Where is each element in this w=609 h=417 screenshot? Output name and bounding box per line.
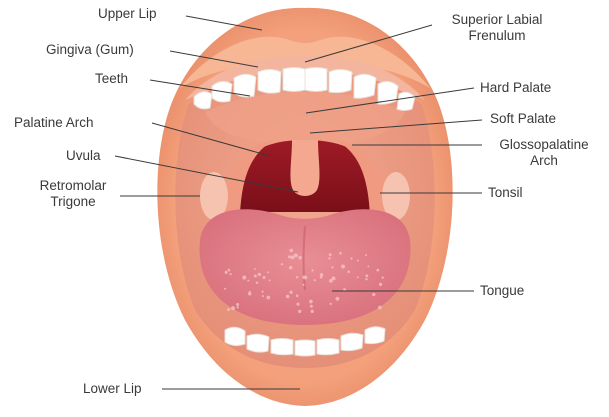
label-retromolar-line2: Trigone xyxy=(28,194,118,210)
papilla-dot xyxy=(365,278,367,280)
label-tongue: Tongue xyxy=(480,283,524,299)
papilla-dot xyxy=(332,276,336,280)
label-palatine-arch: Palatine Arch xyxy=(14,115,94,131)
label-superior-labial-line1: Superior Labial xyxy=(432,12,562,28)
papilla-dot xyxy=(302,284,304,286)
label-hard-palate: Hard Palate xyxy=(480,80,551,96)
papilla-dot xyxy=(294,254,298,258)
papilla-dot xyxy=(310,305,313,308)
label-gingiva: Gingiva (Gum) xyxy=(46,42,134,58)
papilla-dot xyxy=(367,265,369,267)
papilla-dot xyxy=(378,306,382,310)
papilla-dot xyxy=(357,276,359,278)
papilla-dot xyxy=(365,274,368,277)
papilla-dot xyxy=(262,291,264,293)
papilla-dot xyxy=(320,276,323,279)
papilla-dot xyxy=(329,253,332,256)
papilla-dot xyxy=(236,303,239,306)
papilla-dot xyxy=(237,306,239,308)
papilla-dot xyxy=(256,281,259,284)
papilla-dot xyxy=(311,310,314,313)
papilla-dot xyxy=(289,266,293,270)
label-glossopalatine-arch: Glossopalatine Arch xyxy=(484,137,604,169)
label-retromolar-line1: Retromolar xyxy=(28,178,118,194)
label-teeth: Teeth xyxy=(95,71,128,87)
papilla-dot xyxy=(291,256,295,260)
label-superior-labial-line2: Frenulum xyxy=(432,28,562,44)
label-retromolar-trigone: Retromolar Trigone xyxy=(28,178,118,210)
papilla-dot xyxy=(266,296,270,300)
papilla-dot xyxy=(311,269,313,271)
papilla-dot xyxy=(269,279,271,281)
label-superior-labial-frenulum: Superior Labial Frenulum xyxy=(432,12,562,44)
label-lower-lip: Lower Lip xyxy=(83,381,142,397)
papilla-dot xyxy=(258,273,261,276)
papilla-dot xyxy=(376,269,379,272)
papilla-dot xyxy=(289,291,292,294)
papilla-dot xyxy=(263,276,266,279)
papilla-dot xyxy=(224,288,226,290)
papilla-dot xyxy=(227,308,230,311)
label-uvula: Uvula xyxy=(66,148,101,164)
papilla-dot xyxy=(298,310,301,313)
label-upper-lip: Upper Lip xyxy=(98,6,157,22)
papilla-dot xyxy=(365,254,367,256)
papilla-dot xyxy=(296,295,299,298)
papilla-dot xyxy=(290,249,293,252)
papilla-dot xyxy=(350,257,352,259)
papilla-dot xyxy=(330,303,332,305)
label-tonsil: Tonsil xyxy=(488,185,523,201)
papilla-dot xyxy=(382,276,384,278)
papilla-dot xyxy=(341,265,345,269)
uvula-shape xyxy=(290,140,319,196)
papilla-dot xyxy=(288,255,291,258)
papilla-dot xyxy=(335,297,339,301)
papilla-dot xyxy=(286,295,290,299)
papilla-dot xyxy=(267,271,269,273)
papilla-dot xyxy=(372,293,375,296)
papilla-dot xyxy=(296,276,298,278)
papilla-dot xyxy=(296,303,299,306)
papilla-dot xyxy=(262,295,264,297)
papilla-dot xyxy=(331,266,333,268)
papilla-dot xyxy=(225,271,228,274)
papilla-dot xyxy=(314,279,316,281)
papilla-dot xyxy=(228,269,231,272)
papilla-dot xyxy=(231,306,235,310)
papilla-dot xyxy=(309,300,313,304)
papilla-dot xyxy=(339,252,342,255)
papilla-dot xyxy=(230,273,232,275)
papilla-dot xyxy=(254,268,256,270)
papilla-dot xyxy=(254,274,257,277)
papilla-dot xyxy=(357,260,359,262)
label-glossopalatine-line2: Arch xyxy=(484,153,604,169)
papilla-dot xyxy=(281,263,283,265)
papilla-dot xyxy=(242,276,246,280)
papilla-dot xyxy=(249,291,251,293)
papilla-dot xyxy=(379,283,382,286)
papilla-dot xyxy=(298,256,302,260)
label-glossopalatine-line1: Glossopalatine xyxy=(484,137,604,153)
papilla-dot xyxy=(304,276,308,280)
papilla-dot xyxy=(328,257,330,259)
label-soft-palate: Soft Palate xyxy=(490,111,556,127)
papilla-dot xyxy=(247,280,249,282)
papilla-dot xyxy=(347,271,350,274)
